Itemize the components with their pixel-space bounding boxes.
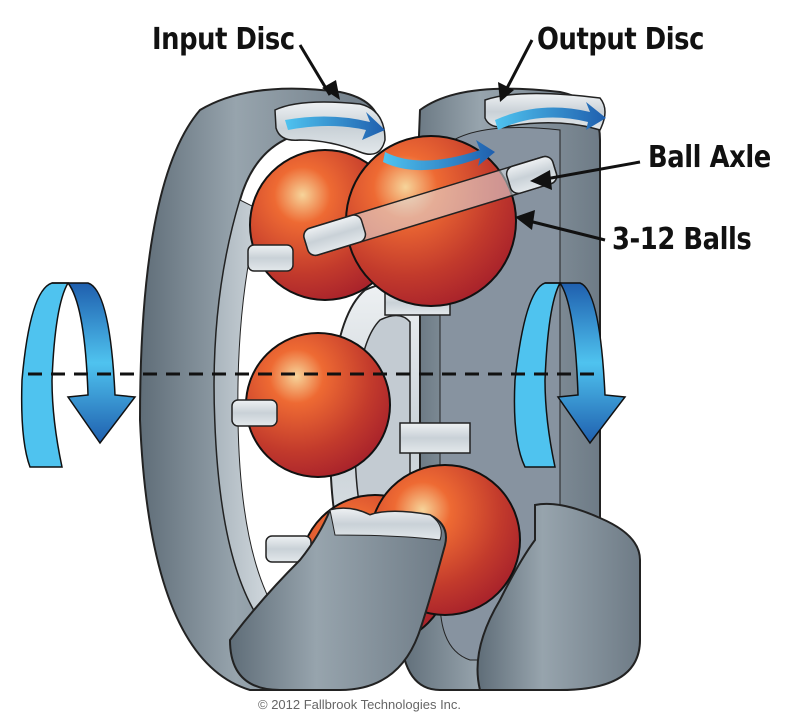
output-disc-label: Output Disc — [537, 22, 704, 57]
copyright-notice: © 2012 Fallbrook Technologies Inc. — [258, 697, 462, 712]
ball-flow-arrow — [383, 140, 495, 171]
balls-count-label: 3-12 Balls — [612, 222, 752, 257]
leader-lines — [298, 39, 641, 242]
power-flow-arrows — [285, 102, 606, 171]
axle-stub — [247, 244, 294, 272]
axle-stub — [231, 399, 278, 427]
output-disc-leader — [503, 39, 534, 93]
ball-axle-arrowhead — [530, 170, 552, 190]
output-disc-arrowhead — [498, 82, 514, 102]
ball-axle-leader — [539, 160, 641, 182]
input-disc — [138, 87, 386, 691]
input-disc-arrowhead — [322, 80, 340, 100]
balls-leader — [524, 218, 606, 242]
input-disc-cutaway — [228, 507, 447, 691]
input-flow-arrow — [285, 112, 385, 140]
input-rotation-arrow — [20, 282, 137, 468]
balls-arrowhead — [515, 210, 535, 230]
output-flow-arrow — [495, 102, 606, 130]
ball-axle-label: Ball Axle — [648, 140, 771, 175]
input-disc-label: Input Disc — [152, 22, 295, 57]
